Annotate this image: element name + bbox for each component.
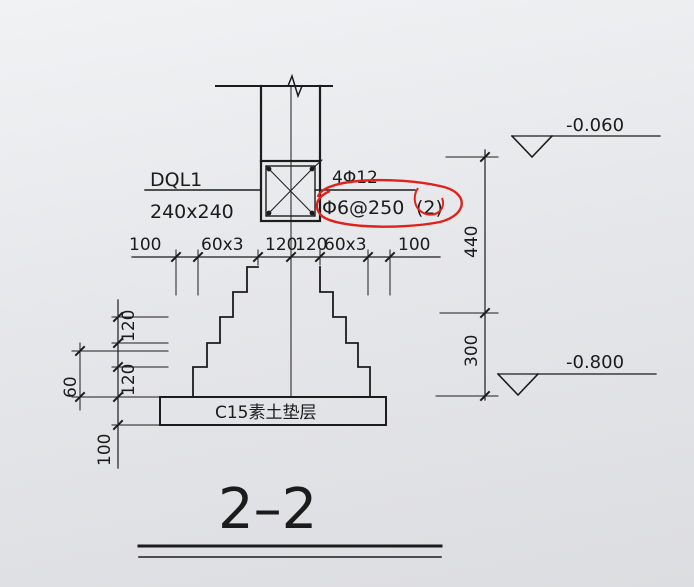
dim-v3: 60 <box>61 376 81 398</box>
rebar-stirrup-legs: (2) <box>416 197 443 219</box>
dim-v4: 100 <box>95 434 115 466</box>
dim-d1: 100 <box>129 235 161 255</box>
dim-d4: 120 <box>295 235 327 255</box>
ring-beam <box>259 159 322 223</box>
elevation-top: -0.060 <box>566 115 624 136</box>
dim-d2: 60x3 <box>201 235 244 255</box>
dim-d5: 60x3 <box>324 235 367 255</box>
beam-size: 240x240 <box>150 201 234 223</box>
dim-d3: 120 <box>265 235 297 255</box>
elevation-marker-bottom <box>496 372 657 397</box>
dim-v2: 120 <box>119 364 139 396</box>
wall <box>215 73 333 398</box>
dim-v1: 120 <box>119 310 139 342</box>
dim-h2: 300 <box>462 335 482 367</box>
section-title: 2–2 <box>218 477 317 542</box>
beam-name: DQL1 <box>150 169 202 191</box>
footing-left-steps <box>192 266 259 398</box>
right-dimension-line <box>435 149 499 402</box>
top-dimension-line <box>131 249 441 296</box>
left-dimension-line <box>71 299 169 469</box>
dim-d6: 100 <box>398 235 430 255</box>
dim-h1: 440 <box>462 226 482 258</box>
cushion-layer <box>159 396 387 426</box>
red-markup-circle <box>315 178 463 228</box>
cushion-label: C15素土垫层 <box>215 403 317 423</box>
elevation-bottom: -0.800 <box>566 352 624 373</box>
rebar-stirrup: Φ6@250 <box>322 197 404 219</box>
elevation-marker-top <box>510 134 661 159</box>
footing-right-steps <box>319 266 371 398</box>
